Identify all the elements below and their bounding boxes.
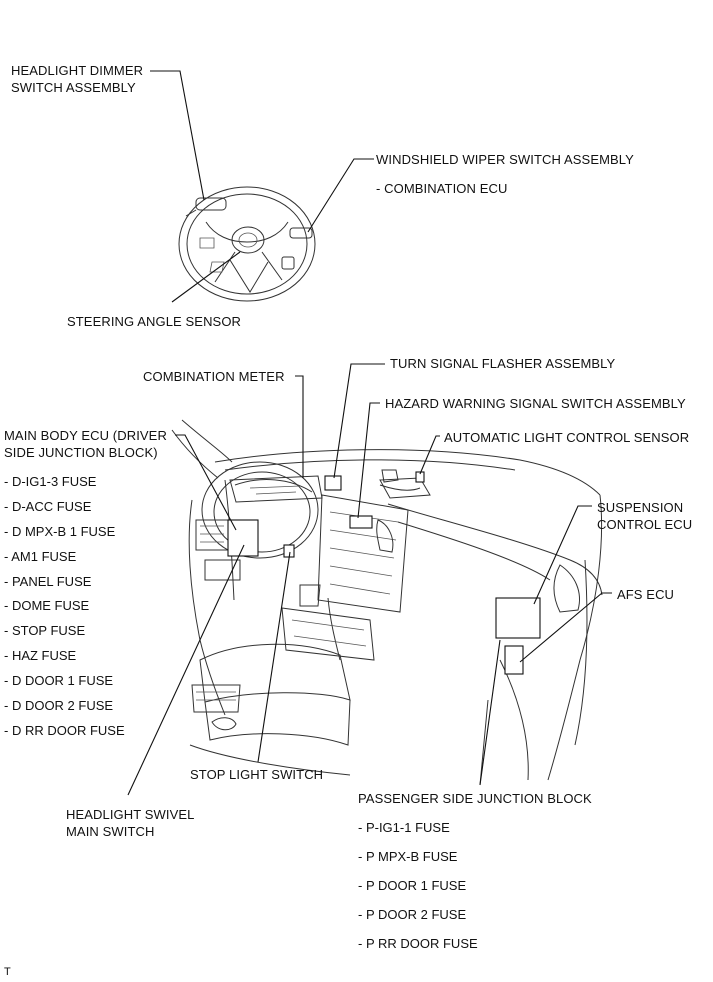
list-item: - P-IG1-1 FUSE	[358, 820, 450, 835]
list-item: - D-ACC FUSE	[4, 498, 92, 514]
list-item: - P MPX-B FUSE	[358, 849, 458, 864]
afs-ecu-label: AFS ECU	[617, 587, 675, 602]
main-body-ecu-marker	[227, 519, 259, 557]
afs-ecu-marker	[504, 645, 524, 675]
list-item: - AM1 FUSE	[4, 548, 77, 564]
hazard-switch-marker	[349, 515, 373, 529]
steering-angle-label: STEERING ANGLE SENSOR	[67, 314, 242, 329]
combination-ecu-label: - COMBINATION ECU	[376, 181, 508, 196]
list-item: - DOME FUSE	[4, 598, 90, 614]
main-body-ecu-label: MAIN BODY ECU (DRIVER SIDE JUNCTION BLOC…	[4, 428, 167, 460]
windshield-wiper-label: WINDSHIELD WIPER SWITCH ASSEMBLY	[376, 152, 634, 167]
suspension-ecu-marker	[495, 597, 541, 639]
list-item: - D DOOR 1 FUSE	[4, 673, 114, 689]
list-item: - D-IG1-3 FUSE	[4, 474, 97, 489]
turn-signal-flasher-marker	[324, 475, 342, 491]
headlight-dimmer-label: HEADLIGHT DIMMER SWITCH ASSEMBLY	[11, 63, 144, 95]
corner-mark: T	[4, 966, 11, 978]
suspension-ecu-label: SUSPENSION CONTROL ECU	[597, 500, 693, 532]
steering-wheel-drawing	[178, 186, 316, 302]
headlight-swivel-label: HEADLIGHT SWIVEL MAIN SWITCH	[66, 807, 195, 839]
list-item: - P DOOR 2 FUSE	[358, 907, 467, 922]
passenger-junction-block-label: PASSENGER SIDE JUNCTION BLOCK	[358, 791, 592, 806]
list-item: - HAZ FUSE	[4, 648, 77, 664]
stop-light-switch-label: STOP LIGHT SWITCH	[190, 767, 324, 782]
hazard-warning-label: HAZARD WARNING SIGNAL SWITCH ASSEMBLY	[385, 396, 686, 411]
light-sensor-marker	[415, 471, 425, 483]
list-item: - D MPX-B 1 FUSE	[4, 523, 116, 539]
list-item: - P RR DOOR FUSE	[358, 936, 478, 951]
driver-fuse-list: - D-IG1-3 FUSE - D-ACC FUSE - D MPX-B 1 …	[4, 473, 125, 747]
leader-lines	[127, 70, 612, 796]
list-item: - D DOOR 2 FUSE	[4, 698, 114, 714]
automatic-light-label: AUTOMATIC LIGHT CONTROL SENSOR	[444, 430, 690, 445]
list-item: - P DOOR 1 FUSE	[358, 878, 467, 893]
passenger-fuse-list: - P-IG1-1 FUSE - P MPX-B FUSE - P DOOR 1…	[358, 819, 478, 964]
list-item: - PANEL FUSE	[4, 573, 92, 589]
combination-meter-label: COMBINATION METER	[143, 369, 285, 384]
list-item: - D RR DOOR FUSE	[4, 722, 125, 738]
list-item: - STOP FUSE	[4, 623, 86, 639]
turn-signal-label: TURN SIGNAL FLASHER ASSEMBLY	[390, 356, 616, 371]
